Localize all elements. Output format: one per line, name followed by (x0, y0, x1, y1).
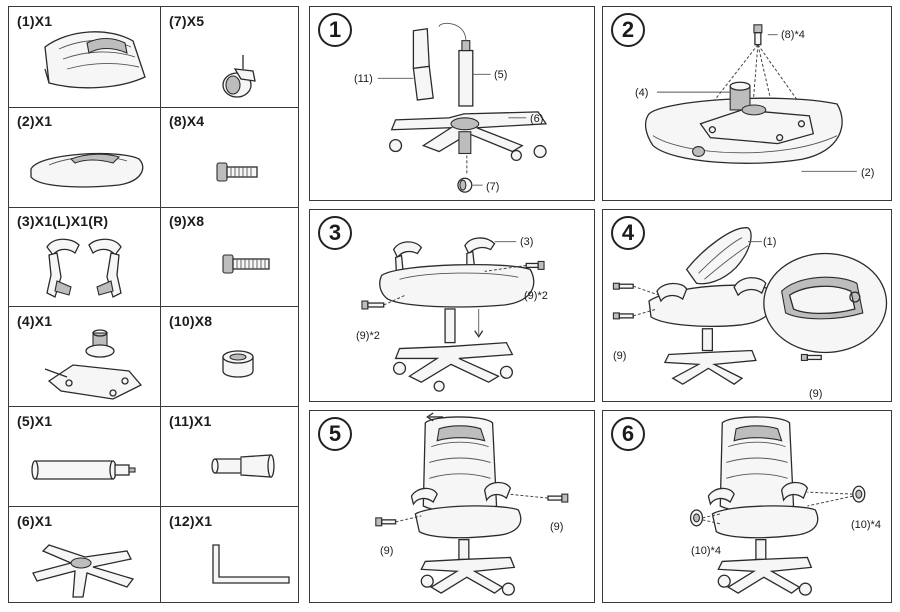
part-cell-armrests: (3)X1(L)X1(R) (9, 207, 160, 307)
part-label: (9)X8 (169, 213, 205, 229)
step-1-panel: 1 (11) (5) (6) (7) (309, 6, 595, 201)
bolt-cap-icon (222, 350, 254, 378)
part-label: (11)X1 (169, 413, 212, 429)
part-cell-seat: (2)X1 (9, 107, 160, 207)
callout-part-3: (3) (520, 236, 534, 248)
gas-cylinder-icon (31, 460, 136, 480)
part-label: (2)X1 (17, 113, 53, 129)
part-label: (3)X1(L)X1(R) (17, 213, 109, 229)
callout-part-9-left: (9) (613, 350, 627, 362)
five-star-base-icon (32, 544, 135, 598)
part-label: (5)X1 (17, 413, 53, 429)
step-2-panel: 2 (8)*4 (4) (2) (602, 6, 892, 201)
part-label: (8)X4 (169, 113, 205, 129)
parts-divider-row-1 (9, 107, 298, 109)
step-3-number: 3 (318, 216, 352, 250)
part-cell-long-bolts: (9)X8 (161, 207, 300, 307)
part-cell-base: (6)X1 (9, 507, 160, 604)
callout-part-9-bottom: (9) (809, 388, 823, 400)
parts-divider-row-5 (9, 506, 298, 508)
part-cell-backrest: (1)X1 (9, 7, 160, 107)
backrest-install-illustration (612, 227, 888, 385)
callout-part-8: (8)*4 (781, 29, 805, 41)
step-3-panel: 3 (3) (9)*2 (9)*2 (309, 209, 595, 402)
tilt-mechanism-icon (44, 329, 143, 400)
armrest-install-illustration (361, 237, 545, 392)
short-bolt-icon (216, 162, 258, 182)
step-5-number: 5 (318, 417, 352, 451)
step-4-panel: 4 (1) (9) (9) (602, 209, 892, 402)
part-cell-mechanism: (4)X1 (9, 307, 160, 406)
callout-part-4: (4) (635, 87, 649, 99)
parts-list-panel: (1)X1 (7)X5 (2)X1 (8)X4 (8, 6, 299, 603)
callout-part-10-left: (10)*4 (691, 545, 721, 557)
base-assembly-illustration (377, 22, 548, 193)
cylinder-cover-icon (211, 454, 275, 478)
caster-wheel-icon (222, 55, 256, 98)
callout-part-9-left: (9)*2 (356, 330, 380, 342)
step-6-number: 6 (611, 417, 645, 451)
step-2-number: 2 (611, 13, 645, 47)
parts-divider-row-4 (9, 406, 298, 408)
callout-part-2: (2) (861, 167, 875, 179)
part-cell-cylinder: (5)X1 (9, 407, 160, 506)
part-label: (12)X1 (169, 513, 213, 529)
armrest-pair-icon (46, 238, 122, 298)
callout-part-5: (5) (494, 69, 508, 81)
seat-cushion-icon (30, 152, 144, 188)
callout-part-9-right: (9) (550, 521, 564, 533)
parts-divider-row-2 (9, 207, 298, 209)
step-5-panel: 5 (9) (9) (309, 410, 595, 603)
armrest-backrest-bolt-illustration (375, 412, 569, 596)
mechanism-to-seat-illustration (644, 24, 857, 172)
part-label: (1)X1 (17, 13, 53, 29)
callout-part-1: (1) (763, 236, 777, 248)
step-1-number: 1 (318, 13, 352, 47)
long-bolt-icon (222, 254, 270, 274)
callout-part-11: (11) (354, 73, 373, 85)
step-4-number: 4 (611, 216, 645, 250)
part-cell-cover: (11)X1 (161, 407, 300, 506)
part-label: (7)X5 (169, 13, 205, 29)
backrest-icon (44, 31, 146, 89)
parts-divider-row-3 (9, 306, 298, 308)
step-6-panel: 6 (10)*4 (10)*4 (602, 410, 892, 603)
parts-divider-vertical (160, 7, 162, 602)
part-label: (6)X1 (17, 513, 53, 529)
part-label: (10)X8 (169, 313, 213, 329)
allen-key-icon (212, 544, 290, 584)
callout-part-9-right: (9)*2 (524, 290, 548, 302)
part-label: (4)X1 (17, 313, 53, 329)
bolt-cap-install-illustration (689, 416, 866, 596)
part-cell-caps: (10)X8 (161, 307, 300, 406)
callout-part-9-left: (9) (380, 545, 394, 557)
part-cell-allen-key: (12)X1 (161, 507, 300, 604)
callout-part-10-right: (10)*4 (851, 519, 881, 531)
callout-part-7: (7) (486, 181, 500, 193)
part-cell-short-bolts: (8)X4 (161, 107, 300, 207)
callout-part-6: (6) (530, 113, 544, 125)
part-cell-casters: (7)X5 (161, 7, 300, 107)
